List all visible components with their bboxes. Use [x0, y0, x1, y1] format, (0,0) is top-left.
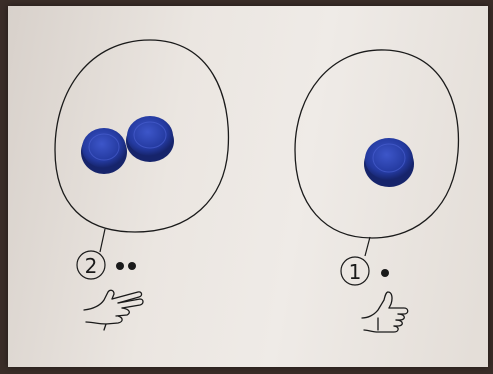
count-dot: [116, 262, 124, 270]
two-fingers-hand-icon: [84, 290, 143, 330]
thumbs-up-hand-icon: [362, 292, 408, 332]
token: [364, 138, 414, 187]
numeral-label: 2: [85, 254, 98, 278]
token: [126, 116, 174, 162]
token: [81, 128, 127, 174]
count-dot: [381, 269, 389, 277]
numeral-label: 1: [349, 260, 362, 284]
group-right: 1: [295, 50, 458, 332]
group-left: 2: [55, 40, 228, 330]
left-connector-line: [100, 229, 105, 252]
count-dot: [128, 262, 136, 270]
right-connector-line: [365, 237, 370, 256]
